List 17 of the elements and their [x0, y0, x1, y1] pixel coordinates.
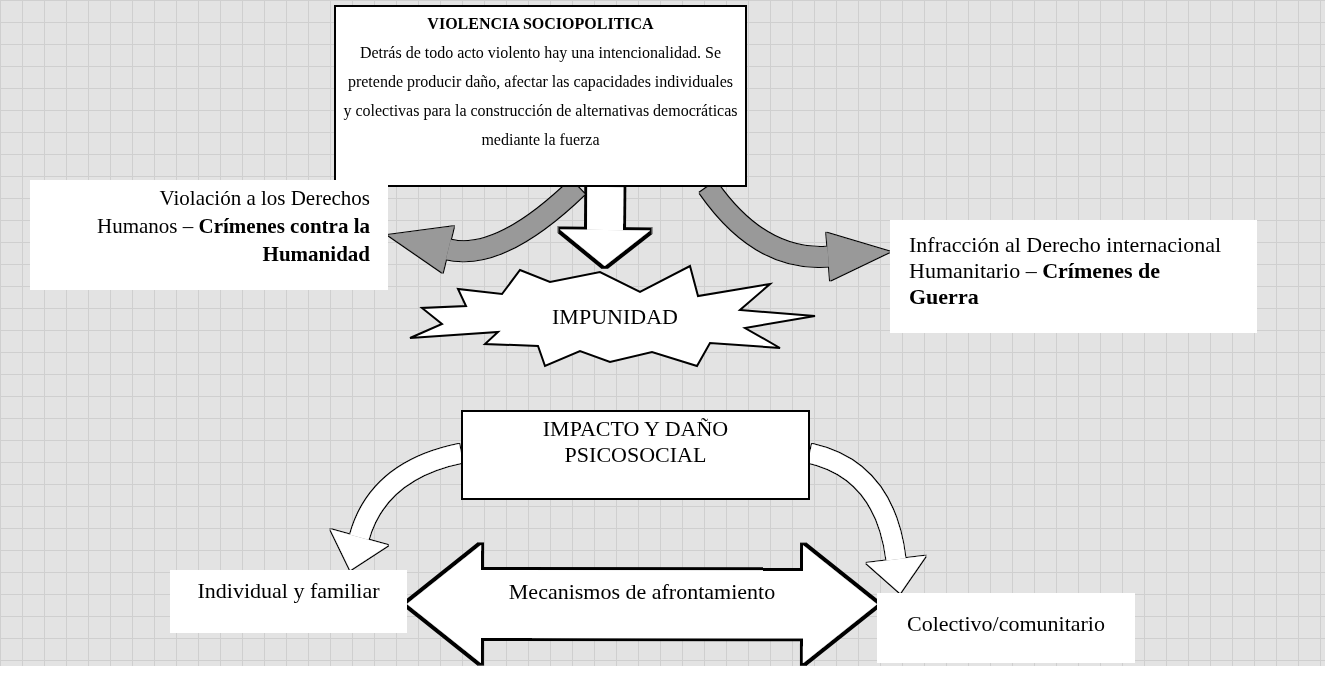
- text-box: [890, 220, 1257, 333]
- node-label: Individual y familiar: [196, 578, 381, 604]
- text-box: [877, 593, 1135, 663]
- node-label: Violación a los Derechos Humanos – Crímenes contra la Humanidad: [96, 185, 370, 268]
- double-arrow: [407, 545, 877, 664]
- block-arrow: [560, 186, 650, 266]
- edge-label: Mecanismos de afrontamiento: [508, 579, 776, 606]
- node-label: Colectivo/comunitario: [906, 611, 1106, 637]
- text-box: [334, 5, 747, 187]
- node-label: IMPUNIDAD: [551, 304, 679, 330]
- body-text: Detrás de todo acto violento hay una intencionalidad. Se pretende producir daño, afectar las capacidades individuales y colectivas para la construcción de alternativas democráticas mediante la fuerza: [342, 43, 739, 150]
- node-label: Infracción al Derecho internacional Humanitario – Crímenes de Guerra: [909, 232, 1223, 310]
- text-box: [170, 570, 407, 633]
- process-box: [461, 410, 810, 500]
- text-box: [30, 180, 388, 290]
- heading: VIOLENCIA SOCIOPOLITICA: [426, 14, 655, 34]
- node-label: IMPACTO Y DAÑO PSICOSOCIAL: [541, 416, 730, 468]
